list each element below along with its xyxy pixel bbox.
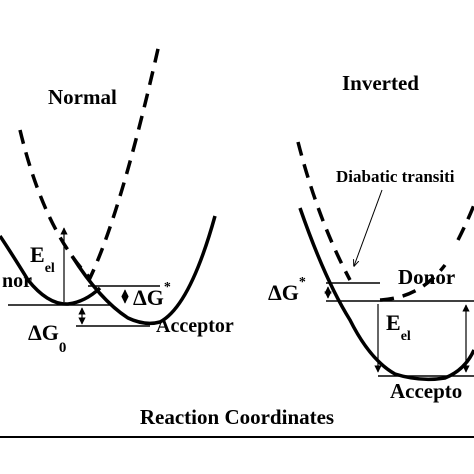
- normal-panel: Normal Eel ΔG* ΔG0 nor Acceptor: [0, 39, 234, 356]
- inverted-el-label: Eel: [386, 310, 411, 344]
- inverted-solid-curve: [298, 207, 474, 382]
- inverted-title: Inverted: [342, 71, 419, 95]
- normal-dgstar-label: ΔG*: [133, 280, 171, 310]
- normal-title: Normal: [48, 85, 117, 109]
- inverted-transition-pointer: [354, 189, 383, 266]
- normal-dg0-label: ΔG0: [28, 320, 66, 356]
- inverted-dashed-far-right: [456, 204, 474, 241]
- normal-donor-curve: [0, 235, 102, 306]
- normal-acceptor-label: Acceptor: [156, 315, 234, 337]
- inverted-donor-label: Donor: [398, 265, 455, 289]
- inverted-dashed-left: [296, 141, 352, 281]
- inverted-panel: Inverted Diabatic transiti ΔG* Eel Donor…: [268, 71, 474, 403]
- inverted-acceptor-label: Accepto: [390, 379, 462, 403]
- normal-acceptor-curve: [70, 215, 217, 326]
- normal-dashed-curve: [18, 39, 162, 282]
- normal-el-label: Eel: [30, 242, 55, 276]
- inverted-dgstar-label: ΔG*: [268, 275, 306, 305]
- x-axis-label: Reaction Coordinates: [140, 405, 334, 429]
- inverted-dashed-right: [379, 263, 447, 302]
- normal-donor-label: nor: [2, 270, 32, 292]
- inverted-transition-label: Diabatic transiti: [336, 167, 455, 186]
